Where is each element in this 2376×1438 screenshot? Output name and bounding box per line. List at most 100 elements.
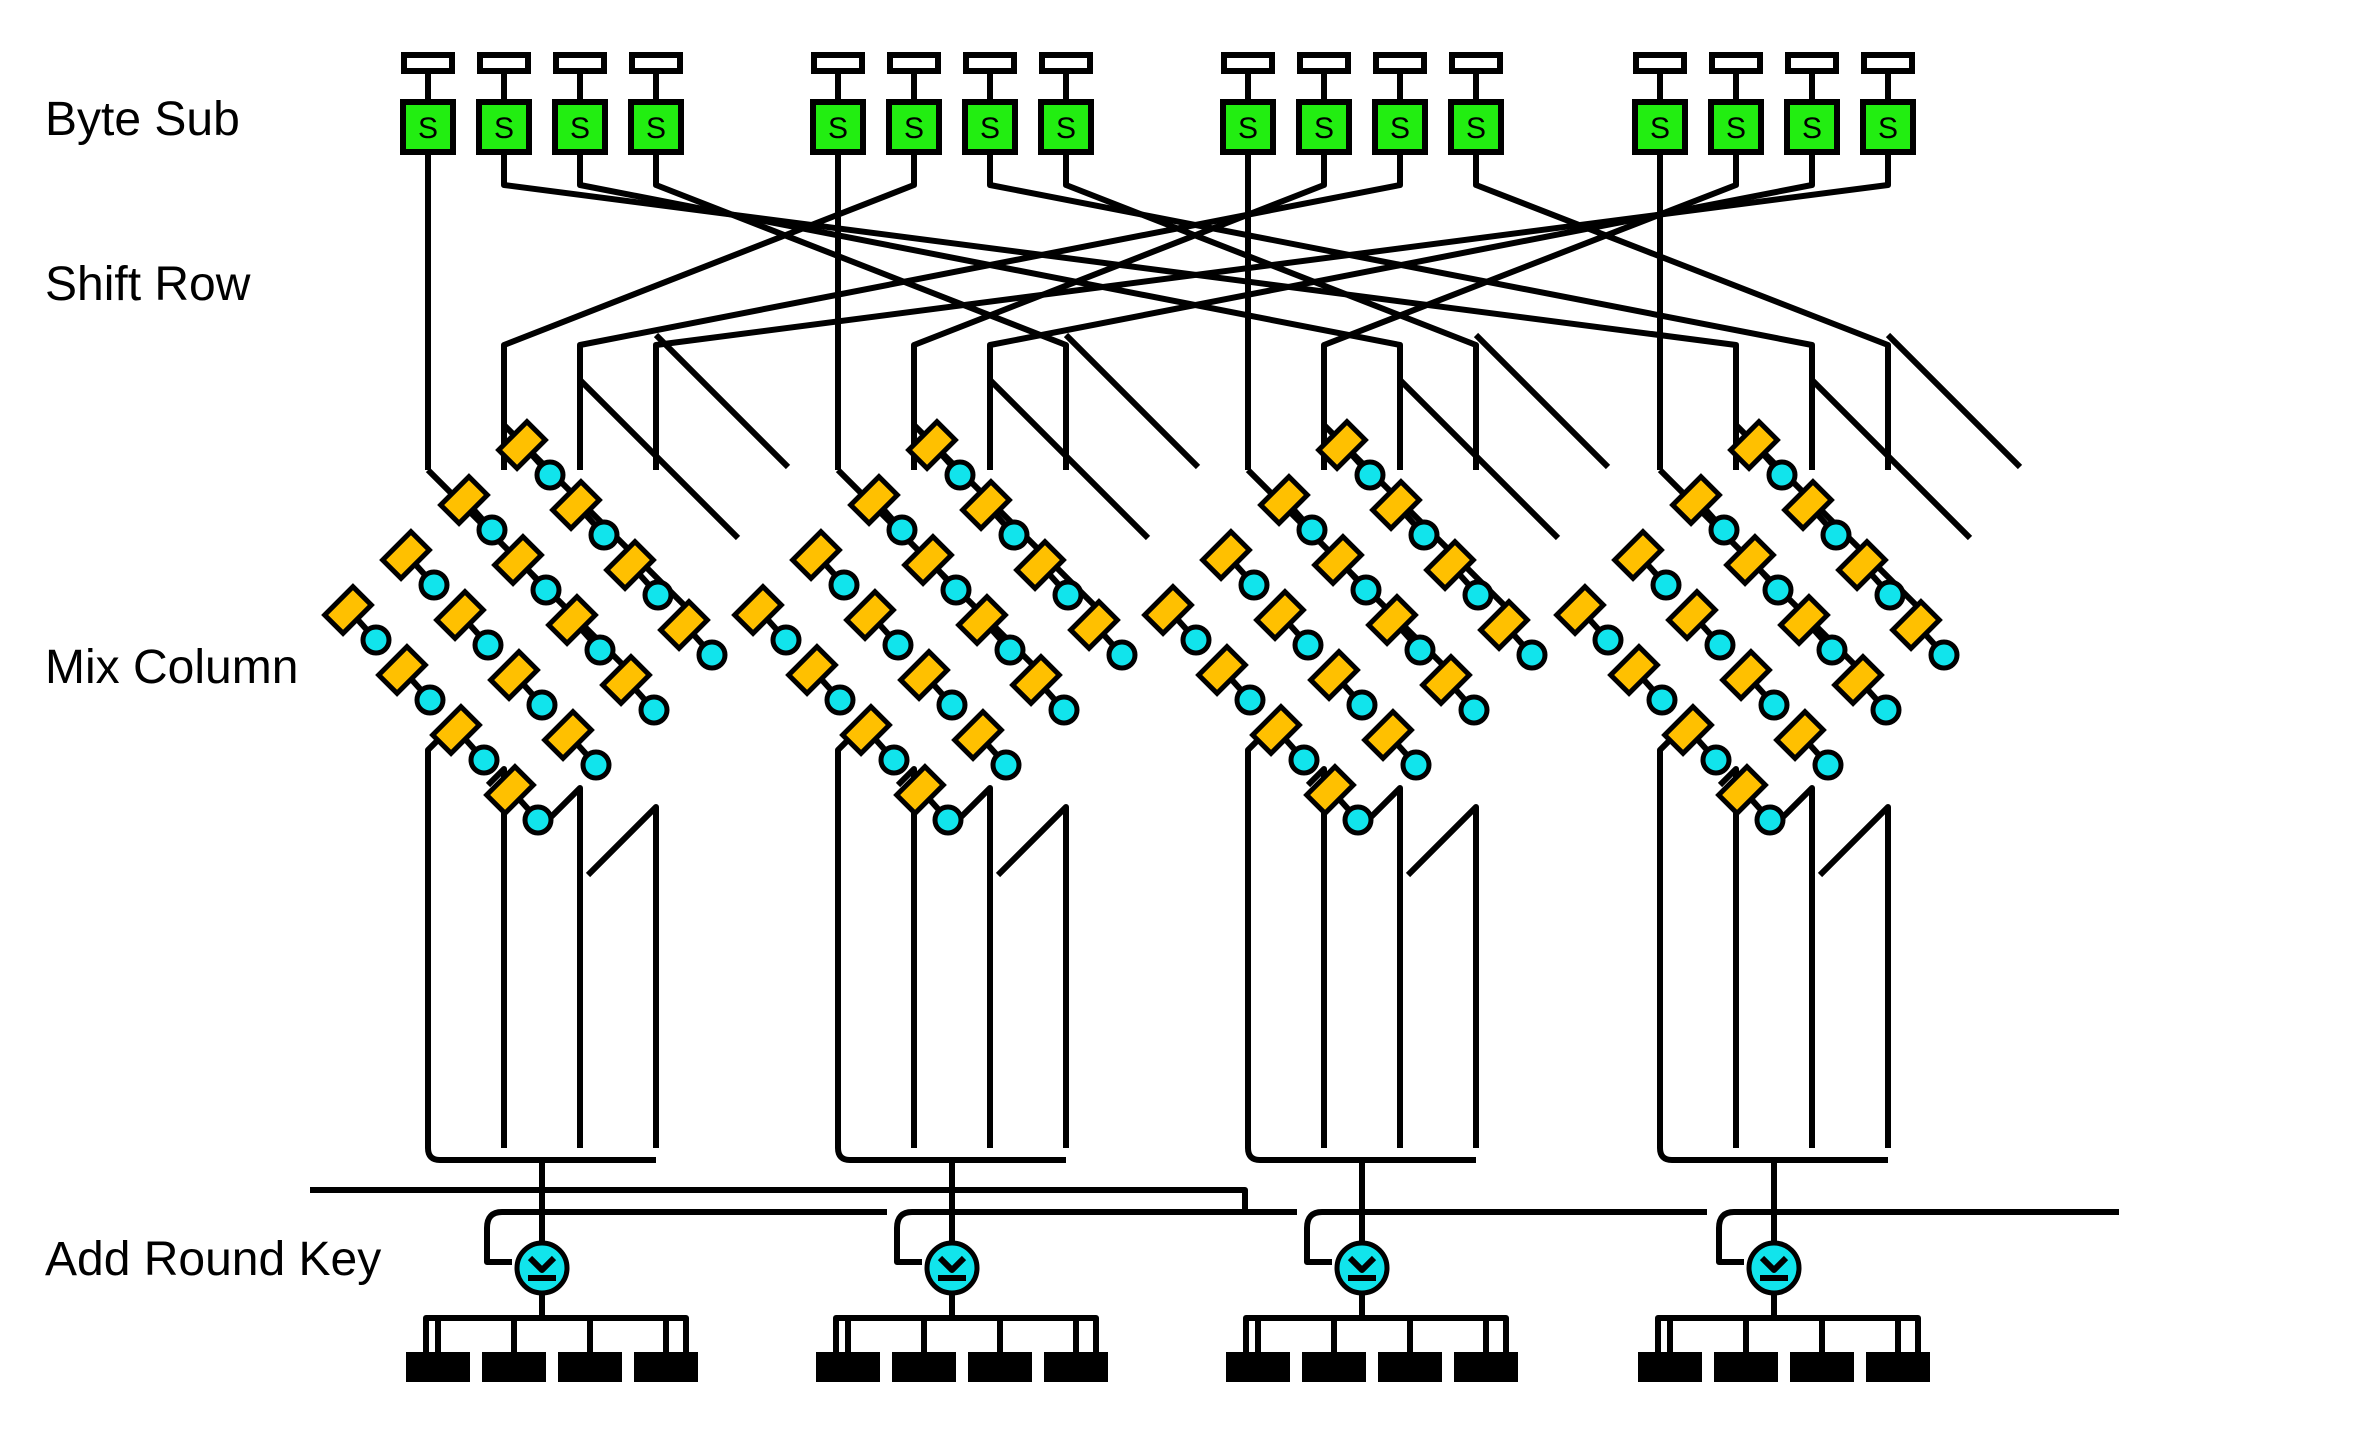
shift-row-label: Shift Row bbox=[45, 258, 251, 311]
multiplier-gate bbox=[1315, 418, 1369, 472]
xor-node bbox=[1812, 749, 1844, 781]
xor-node bbox=[468, 744, 500, 776]
add-round-key-label: Add Round Key bbox=[45, 1233, 381, 1286]
multiplier-gate bbox=[1773, 708, 1827, 762]
xor-node bbox=[1700, 744, 1732, 776]
state-register bbox=[1449, 52, 1503, 74]
state-register bbox=[1633, 52, 1687, 74]
multiplier-gate bbox=[905, 418, 959, 472]
xor-node bbox=[944, 459, 976, 491]
multiplier-gate bbox=[1835, 538, 1889, 592]
sbox-label: S bbox=[494, 112, 514, 145]
multiplier-gate bbox=[1669, 473, 1723, 527]
state-register bbox=[1785, 52, 1839, 74]
round-key-xor bbox=[1334, 1240, 1390, 1296]
multiplier-gate bbox=[433, 588, 487, 642]
fanout-wire bbox=[1655, 1315, 1921, 1352]
multiplier-gate bbox=[1661, 703, 1715, 757]
column-bus bbox=[1245, 1147, 1476, 1163]
output-register bbox=[1378, 1352, 1442, 1382]
mix-output-wire bbox=[945, 785, 993, 1148]
sbox-label: S bbox=[1650, 112, 1670, 145]
output-register bbox=[968, 1352, 1032, 1382]
multiplier-gate bbox=[901, 533, 955, 587]
mix-output-wire bbox=[1305, 766, 1327, 1148]
output-register bbox=[816, 1352, 880, 1382]
column-bus bbox=[1657, 1147, 1888, 1163]
xor-node bbox=[1704, 629, 1736, 661]
output-register bbox=[1714, 1352, 1778, 1382]
fanout-wire bbox=[833, 1315, 1099, 1352]
sbox-box bbox=[1448, 99, 1504, 155]
xor-node bbox=[1234, 684, 1266, 716]
round-key-feed bbox=[484, 1209, 887, 1265]
register-cell bbox=[553, 52, 607, 74]
xor-node bbox=[522, 804, 554, 836]
multiplier-gate bbox=[1141, 583, 1195, 637]
multiplier-gate bbox=[1553, 583, 1607, 637]
xor-node bbox=[1928, 639, 1960, 671]
sbox-box bbox=[810, 99, 866, 155]
register-cell bbox=[1373, 52, 1427, 74]
sbox-box bbox=[886, 99, 942, 155]
shift-row-wire bbox=[653, 152, 1069, 470]
round-key-feed bbox=[1304, 1209, 1707, 1265]
xor-node bbox=[940, 574, 972, 606]
multiplier-gate bbox=[1361, 708, 1415, 762]
state-register bbox=[553, 52, 607, 74]
register-cell bbox=[1297, 52, 1351, 74]
xor-node bbox=[414, 684, 446, 716]
mix-output-wire bbox=[1245, 737, 1261, 1148]
xor-node bbox=[998, 519, 1030, 551]
state-register bbox=[1039, 52, 1093, 74]
mix-diagonal-wire bbox=[1809, 377, 1973, 541]
xor-node bbox=[1650, 569, 1682, 601]
register-cell bbox=[477, 52, 531, 74]
shift-row-wire bbox=[1473, 152, 1891, 470]
xor-node bbox=[1758, 689, 1790, 721]
xor-node bbox=[1462, 579, 1494, 611]
sbox: S bbox=[628, 99, 684, 155]
state-register bbox=[1297, 52, 1351, 74]
multiplier-gate bbox=[731, 583, 785, 637]
round-key-feed bbox=[1716, 1209, 2119, 1265]
mix-output-wire bbox=[585, 804, 659, 1148]
output-register bbox=[406, 1352, 470, 1382]
sbox-box bbox=[1038, 99, 1094, 155]
multiplier-gate bbox=[545, 593, 599, 647]
xor-symbol-icon bbox=[937, 1255, 967, 1281]
multiplier-gate bbox=[1013, 538, 1067, 592]
register-cell bbox=[1861, 52, 1915, 74]
xor-node bbox=[1052, 579, 1084, 611]
xor-node bbox=[1404, 634, 1436, 666]
multiplier-gate bbox=[1723, 533, 1777, 587]
xor-symbol-icon bbox=[1759, 1255, 1789, 1281]
xor-node bbox=[828, 569, 860, 601]
xor-node bbox=[994, 634, 1026, 666]
mix-output-wire bbox=[1717, 766, 1739, 1148]
multiplier-gate bbox=[491, 533, 545, 587]
sbox-box bbox=[1708, 99, 1764, 155]
sbox-label: S bbox=[1802, 112, 1822, 145]
mix-output-wire bbox=[895, 766, 917, 1148]
xor-node bbox=[530, 574, 562, 606]
shift-row-wire bbox=[577, 152, 1403, 470]
xor-node bbox=[476, 514, 508, 546]
xor-node bbox=[1350, 574, 1382, 606]
sbox-label: S bbox=[1314, 112, 1334, 145]
xor-node bbox=[1048, 694, 1080, 726]
mix-diagonal-wire bbox=[1885, 332, 2023, 470]
shift-row-wire bbox=[987, 152, 1815, 470]
xor-node bbox=[1754, 804, 1786, 836]
sbox-box bbox=[1632, 99, 1688, 155]
column-bus bbox=[835, 1147, 1066, 1163]
multiplier-gate bbox=[1311, 533, 1365, 587]
byte-sub-label: Byte Sub bbox=[45, 93, 240, 146]
multiplier-gate bbox=[1477, 598, 1531, 652]
multiplier-gate bbox=[1249, 703, 1303, 757]
xor-node bbox=[1458, 694, 1490, 726]
mix-output-wire bbox=[1405, 804, 1479, 1148]
multiplier-gate bbox=[375, 643, 429, 697]
mix-output-wire bbox=[1767, 785, 1815, 1148]
